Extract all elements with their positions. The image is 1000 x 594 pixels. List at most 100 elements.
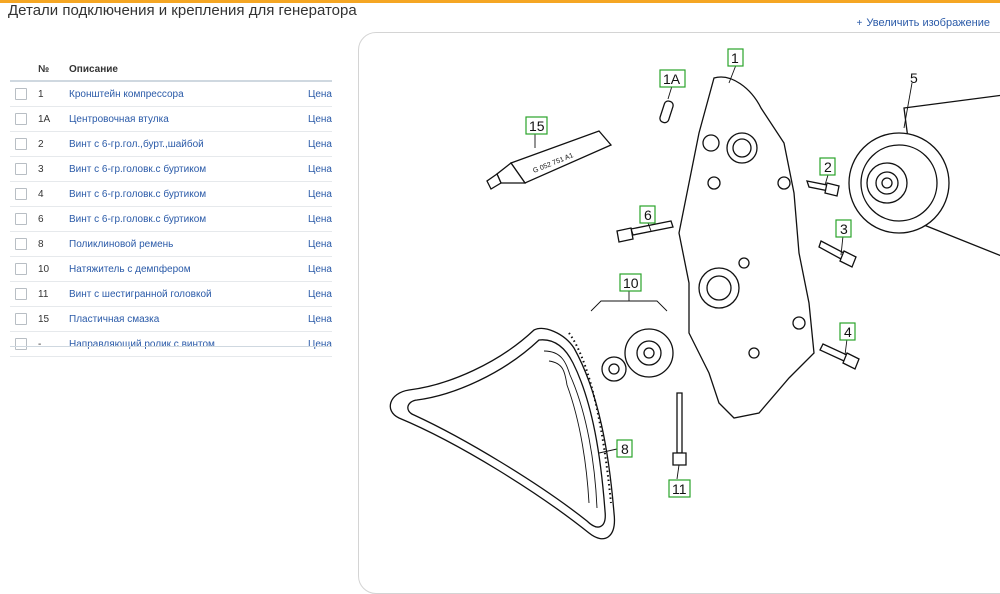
- part-number: 8: [38, 231, 69, 257]
- svg-text:3: 3: [840, 221, 848, 237]
- callout-11[interactable]: 11: [668, 479, 691, 498]
- table-row: 10 Натяжитель с демпфером Цена: [10, 256, 332, 282]
- svg-text:2: 2: [824, 159, 832, 175]
- parts-table: № Описание 1 Кронштейн компрессора Цена …: [10, 58, 332, 357]
- leader-lines: [534, 64, 913, 480]
- callout-3[interactable]: 3: [835, 219, 852, 238]
- part-description-link[interactable]: Пластичная смазка: [69, 306, 292, 332]
- svg-text:5: 5: [910, 70, 918, 86]
- row-checkbox[interactable]: [15, 238, 27, 250]
- top-accent-bar: [0, 0, 1000, 3]
- part-description-link[interactable]: Винт с 6-гр.гол.,бурт.,шайбой: [69, 131, 292, 157]
- zoom-link-label: Увеличить изображение: [866, 17, 990, 29]
- part-number: 3: [38, 156, 69, 182]
- table-row: 8 Поликлиновой ремень Цена: [10, 231, 332, 257]
- price-link[interactable]: Цена: [292, 131, 332, 157]
- callout-1[interactable]: 1: [727, 48, 744, 67]
- price-link[interactable]: Цена: [292, 306, 332, 332]
- alternator-drawing: [848, 94, 1000, 257]
- parts-list-panel: № Описание 1 Кронштейн компрессора Цена …: [10, 58, 332, 357]
- price-link[interactable]: Цена: [292, 256, 332, 282]
- price-link[interactable]: Цена: [292, 231, 332, 257]
- part-number: 6: [38, 206, 69, 232]
- price-link[interactable]: Цена: [292, 206, 332, 232]
- header-number: №: [38, 58, 69, 82]
- part-description-link[interactable]: Натяжитель с демпфером: [69, 256, 292, 282]
- part-number: 15: [38, 306, 69, 332]
- svg-text:10: 10: [623, 275, 639, 291]
- compressor-bracket-drawing: [678, 76, 815, 419]
- table-row: 4 Винт с 6-гр.головк.с буртиком Цена: [10, 181, 332, 207]
- row-checkbox[interactable]: [15, 213, 27, 225]
- part-description-link[interactable]: Винт с шестигранной головкой: [69, 281, 292, 307]
- part-number: 4: [38, 181, 69, 207]
- grease-tube-drawing: G 052 751 A1: [486, 130, 613, 190]
- row-checkbox[interactable]: [15, 163, 27, 175]
- price-link[interactable]: Цена: [292, 331, 332, 357]
- part-number: 2: [38, 131, 69, 157]
- svg-text:15: 15: [529, 118, 545, 134]
- row-checkbox[interactable]: [15, 138, 27, 150]
- part-description-link[interactable]: Винт с 6-гр.головк.с буртиком: [69, 181, 292, 207]
- row-checkbox[interactable]: [15, 313, 27, 325]
- zoom-plus-icon: +: [856, 17, 863, 29]
- price-link[interactable]: Цена: [292, 81, 332, 107]
- part-description-link[interactable]: Центровочная втулка: [69, 106, 292, 132]
- panel-bottom-divider: [10, 346, 332, 347]
- zoom-image-link[interactable]: + Увеличить изображение: [857, 17, 990, 29]
- part-description-link[interactable]: Кронштейн компрессора: [69, 81, 292, 107]
- header-checkbox-col: [10, 58, 38, 82]
- row-checkbox[interactable]: [15, 338, 27, 350]
- table-header-row: № Описание: [10, 58, 332, 82]
- svg-text:11: 11: [672, 481, 687, 497]
- callout-5[interactable]: 5: [910, 70, 918, 86]
- callout-2[interactable]: 2: [819, 157, 836, 176]
- svg-text:8: 8: [621, 441, 629, 457]
- row-checkbox[interactable]: [15, 113, 27, 125]
- centering-sleeve-drawing: [659, 100, 674, 124]
- price-link[interactable]: Цена: [292, 281, 332, 307]
- row-checkbox[interactable]: [15, 88, 27, 100]
- svg-text:6: 6: [644, 207, 652, 223]
- callout-10[interactable]: 10: [619, 273, 642, 292]
- header-price-col: [292, 58, 332, 82]
- part-description-link[interactable]: Винт с 6-гр.головк.с буртиком: [69, 206, 292, 232]
- callout-4[interactable]: 4: [839, 322, 856, 341]
- table-row: 2 Винт с 6-гр.гол.,бурт.,шайбой Цена: [10, 131, 332, 157]
- table-row: 1A Центровочная втулка Цена: [10, 106, 332, 132]
- svg-text:1: 1: [731, 50, 739, 66]
- callout-6[interactable]: 6: [639, 205, 656, 224]
- price-link[interactable]: Цена: [292, 106, 332, 132]
- table-row: 3 Винт с 6-гр.головк.с буртиком Цена: [10, 156, 332, 182]
- part-number: 1: [38, 81, 69, 107]
- part-description-link[interactable]: Поликлиновой ремень: [69, 231, 292, 257]
- tensioner-drawing: [590, 291, 674, 382]
- callout-8[interactable]: 8: [616, 439, 633, 458]
- bolt-2-drawing: [806, 180, 840, 197]
- table-row: 1 Кронштейн компрессора Цена: [10, 81, 332, 107]
- page-title: Детали подключения и крепления для генер…: [8, 2, 357, 19]
- callout-15[interactable]: 15: [525, 116, 548, 135]
- bolt-4-drawing: [819, 343, 860, 370]
- part-number: -: [38, 331, 69, 357]
- row-checkbox[interactable]: [15, 263, 27, 275]
- bolt-11-drawing: [672, 392, 687, 466]
- part-description-link[interactable]: Винт с 6-гр.головк.с буртиком: [69, 156, 292, 182]
- bolt-3-drawing: [818, 240, 857, 268]
- callout-1a[interactable]: 1A: [659, 69, 686, 88]
- bolt-6-drawing: [616, 220, 674, 243]
- header-description: Описание: [69, 58, 292, 82]
- part-number: 1A: [38, 106, 69, 132]
- price-link[interactable]: Цена: [292, 181, 332, 207]
- row-checkbox[interactable]: [15, 188, 27, 200]
- parts-diagram[interactable]: G 052 751 A1: [358, 32, 1000, 594]
- part-number: 10: [38, 256, 69, 282]
- part-description-link[interactable]: Направляющий ролик с винтом: [69, 331, 292, 357]
- part-number: 11: [38, 281, 69, 307]
- price-link[interactable]: Цена: [292, 156, 332, 182]
- svg-text:1A: 1A: [663, 71, 681, 87]
- table-row: 11 Винт с шестигранной головкой Цена: [10, 281, 332, 307]
- table-row: 6 Винт с 6-гр.головк.с буртиком Цена: [10, 206, 332, 232]
- svg-text:4: 4: [844, 324, 852, 340]
- row-checkbox[interactable]: [15, 288, 27, 300]
